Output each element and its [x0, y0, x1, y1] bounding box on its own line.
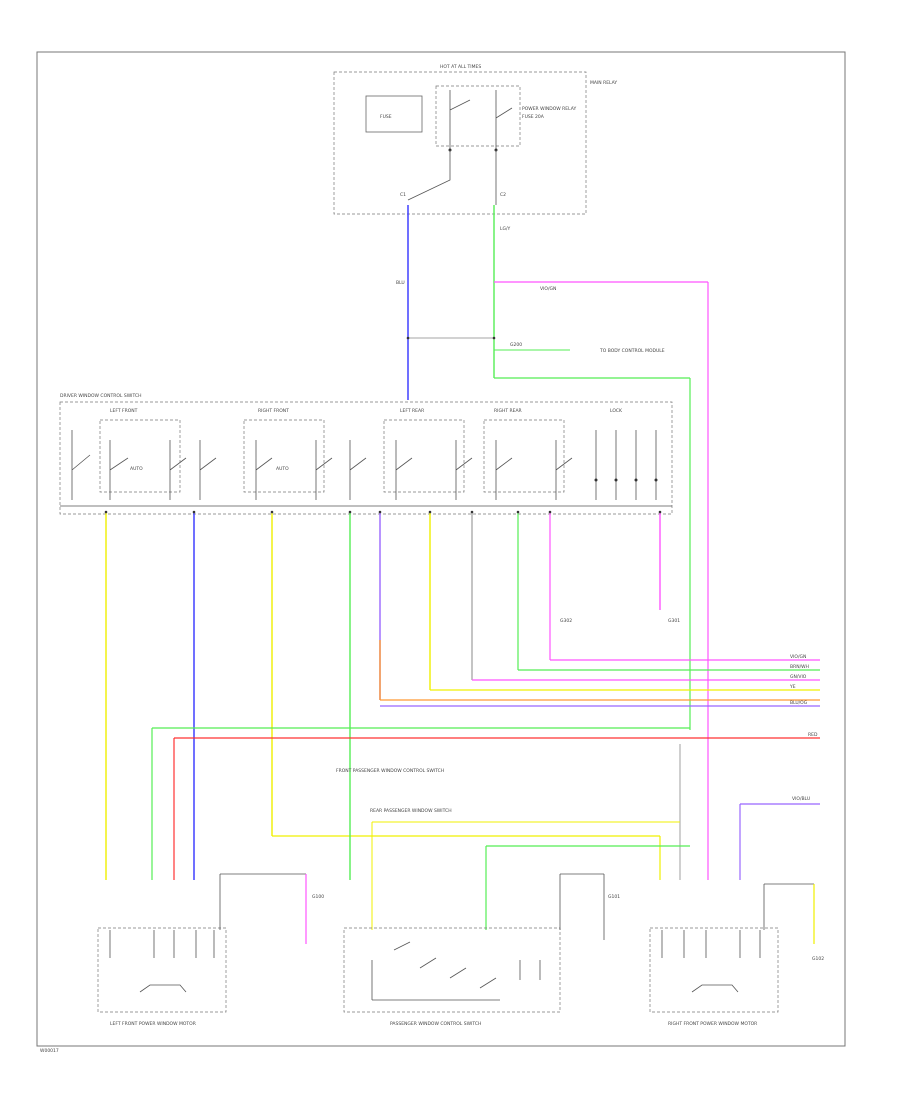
right-wire-label-2: BRN/WH: [790, 664, 809, 670]
sw-right-rear: RIGHT REAR: [494, 408, 522, 414]
right-violet-label: VIO/BLU: [792, 796, 810, 802]
note-b: REAR PASSENGER WINDOW SWITCH: [370, 808, 452, 814]
bottom-mid-module: PASSENGER WINDOW CONTROL SWITCH: [390, 1021, 481, 1027]
bottom-left-module: LEFT FRONT POWER WINDOW MOTOR: [110, 1021, 196, 1027]
feed-wires: BLU LG/Y VIO/GN G200 TO BODY CONTROL MOD…: [396, 205, 709, 880]
top-module-code: HOT AT ALL TIMES: [440, 64, 481, 70]
top-fuse-label: FUSE: [380, 114, 392, 120]
auto-label-2: AUTO: [276, 466, 289, 472]
connector-dots: [104, 336, 662, 514]
bottom-ground-2: G302: [560, 618, 572, 624]
bottom-right-motor: G102 RIGHT FRONT POWER WINDOW MOTOR: [649, 883, 824, 1027]
middle-wires: RED VIO/BLU FRONT PASSENGER WINDOW CONTR…: [151, 727, 820, 930]
gnd-a: G100: [312, 894, 324, 900]
note-a: FRONT PASSENGER WINDOW CONTROL SWITCH: [336, 768, 444, 774]
right-wire-label-5: BLU/OG: [790, 700, 808, 706]
bottom-right-module: RIGHT FRONT POWER WINDOW MOTOR: [668, 1021, 757, 1027]
right-wire-label-4: YE: [789, 684, 796, 690]
auto-label-1: AUTO: [130, 466, 143, 472]
gnd-c: G102: [812, 956, 824, 962]
sw-left-rear: LEFT REAR: [400, 408, 424, 414]
bottom-ground-1: G301: [668, 618, 680, 624]
right-wire-label-1: VIO/GN: [790, 654, 806, 660]
master-switch-name: DRIVER WINDOW CONTROL SWITCH: [60, 393, 141, 399]
top-module-right: MAIN RELAY: [590, 80, 617, 86]
footer-code: W00017: [40, 1048, 59, 1054]
top-left-conn: C1: [400, 192, 406, 198]
bottom-mid-switch: G101 PASSENGER WINDOW CONTROL SWITCH: [343, 873, 620, 1027]
right-wire-label-3: GN/VIO: [790, 674, 807, 680]
gnd-b: G101: [608, 894, 620, 900]
sw-left-front: LEFT FRONT: [110, 408, 138, 414]
right-wire-label: LG/Y: [500, 226, 511, 232]
master-switch: DRIVER WINDOW CONTROL SWITCH LEFT FRONT …: [59, 393, 673, 515]
top-relay-label: POWER WINDOW RELAY: [522, 106, 576, 112]
top-relay-module: HOT AT ALL TIMES MAIN RELAY FUSE POWER W…: [333, 64, 617, 215]
right-red-label: RED: [808, 732, 818, 738]
bottom-left-motor: G100 LEFT FRONT POWER WINDOW MOTOR: [97, 873, 324, 1027]
diagram-frame: [36, 51, 846, 1047]
violet-wire-label: VIO/GN: [540, 286, 556, 292]
top-right-conn: C2: [500, 192, 506, 198]
switch-output-wires: G301 G302 VIO/GN BRN/WH GN/VIO YE BLU/OG: [105, 512, 820, 880]
feed-label: TO BODY CONTROL MODULE: [599, 348, 665, 354]
sw-right-front: RIGHT FRONT: [258, 408, 289, 414]
ground-label: G200: [510, 342, 522, 348]
left-wire-label: BLU: [396, 280, 405, 286]
top-relay-desc: FUSE 20A: [522, 114, 545, 120]
sw-lock: LOCK: [610, 408, 623, 414]
